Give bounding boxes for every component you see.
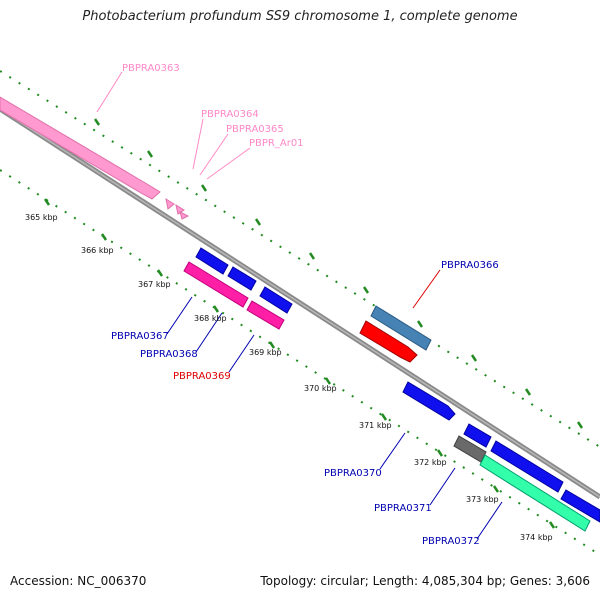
major-tick-mark <box>470 354 478 362</box>
major-tick-mark <box>324 377 332 385</box>
major-tick-mark <box>380 413 388 421</box>
gene-pbpra0369-steel[interactable] <box>370 305 432 351</box>
gene-pbpra0369-red[interactable] <box>359 320 418 363</box>
gene-label-pbpra0365[interactable]: PBPRA0365 <box>226 124 284 135</box>
tick-track-forward <box>0 70 600 448</box>
kbp-tick-labels: 365 kbp 366 kbp 367 kbp 368 kbp 369 kbp 370 k… <box>25 213 553 542</box>
gene-blue-a[interactable] <box>195 247 229 275</box>
gene-label-pbpra0363[interactable]: PBPRA0363 <box>122 63 180 74</box>
gene-label-pbpra0368[interactable]: PBPRA0368 <box>140 349 198 360</box>
tick-track-reverse <box>0 169 600 556</box>
label-leaders <box>96 71 503 540</box>
gene-label-pbpra0367[interactable]: PBPRA0367 <box>111 331 169 342</box>
kbp-tick-label: 370 kbp <box>304 384 337 393</box>
gene-pbpra0372[interactable] <box>479 454 591 532</box>
gene-blue-b[interactable] <box>227 266 257 291</box>
major-tick-mark <box>268 341 276 349</box>
gene-magenta-a[interactable] <box>183 261 249 308</box>
topology-text: Topology: circular; Length: 4,085,304 bp… <box>260 574 590 588</box>
major-tick-mark <box>416 320 424 328</box>
gene-blue-d[interactable] <box>463 423 492 448</box>
major-tick-mark <box>43 198 51 206</box>
gene-labels: PBPRA0363PBPRA0364PBPRA0365PBPR_Ar01PBPR… <box>111 63 499 547</box>
major-tick-marks <box>43 118 584 529</box>
kbp-tick-label: 369 kbp <box>249 348 282 357</box>
kbp-tick-label: 373 kbp <box>466 495 499 504</box>
major-tick-mark <box>524 388 532 396</box>
major-tick-mark <box>576 421 584 429</box>
major-tick-mark <box>308 252 316 260</box>
major-tick-mark <box>254 218 262 226</box>
gene-label-pbpr-ar01[interactable]: PBPR_Ar01 <box>249 138 304 149</box>
major-tick-mark <box>548 521 556 529</box>
gene-blue-f[interactable] <box>560 489 600 523</box>
kbp-tick-label: 366 kbp <box>81 246 114 255</box>
major-tick-mark <box>93 118 101 126</box>
major-tick-mark <box>212 305 220 313</box>
major-tick-mark <box>436 449 444 457</box>
major-tick-mark <box>492 485 500 493</box>
gene-magenta-b[interactable] <box>246 300 285 330</box>
gene-label-pbpra0364[interactable]: PBPRA0364 <box>201 109 259 120</box>
major-tick-mark <box>156 269 164 277</box>
page-title: Photobacterium profundum SS9 chromosome … <box>82 9 518 24</box>
kbp-tick-label: 365 kbp <box>25 213 58 222</box>
chromosome-backbone <box>0 106 600 500</box>
gene-label-pbpra0366[interactable]: PBPRA0366 <box>441 260 499 271</box>
gene-pbpra0370[interactable] <box>402 381 456 421</box>
accession-text: Accession: NC_006370 <box>10 574 147 588</box>
gene-pbpr-ar01[interactable] <box>179 211 190 220</box>
gene-pbpra0363[interactable] <box>0 96 161 200</box>
kbp-tick-label: 368 kbp <box>194 314 227 323</box>
gene-pbpra0364[interactable] <box>165 197 175 210</box>
gene-label-pbpra0369[interactable]: PBPRA0369 <box>173 371 231 382</box>
kbp-tick-label: 372 kbp <box>414 458 447 467</box>
major-tick-mark <box>146 150 154 158</box>
major-tick-mark <box>362 286 370 294</box>
gene-label-pbpra0370[interactable]: PBPRA0370 <box>324 468 382 479</box>
gene-blue-c[interactable] <box>259 286 293 314</box>
major-tick-mark <box>100 233 108 241</box>
gene-label-pbpra0372[interactable]: PBPRA0372 <box>422 536 480 547</box>
gene-blue-e[interactable] <box>490 440 564 493</box>
major-tick-mark <box>200 184 208 192</box>
gene-label-pbpra0371[interactable]: PBPRA0371 <box>374 503 432 514</box>
gene-features <box>0 96 600 532</box>
kbp-tick-label: 367 kbp <box>138 280 171 289</box>
kbp-tick-label: 371 kbp <box>359 421 392 430</box>
kbp-tick-label: 374 kbp <box>520 533 553 542</box>
